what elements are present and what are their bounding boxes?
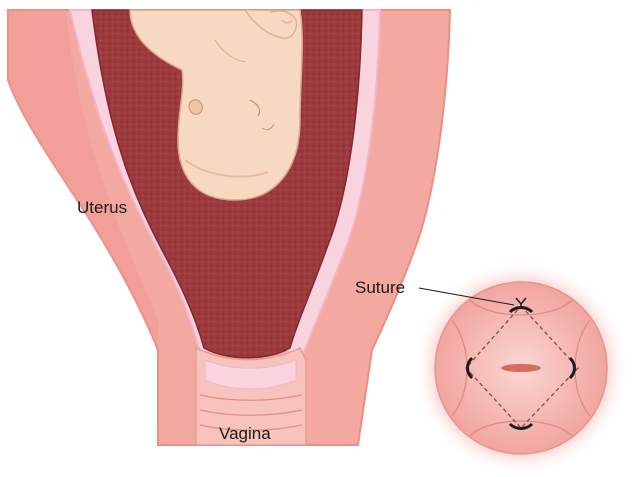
fetus-ear [189,100,202,114]
label-suture: Suture [355,279,405,296]
cervical-os [501,364,541,372]
label-uterus: Uterus [77,199,127,216]
label-vagina: Vagina [219,425,271,442]
